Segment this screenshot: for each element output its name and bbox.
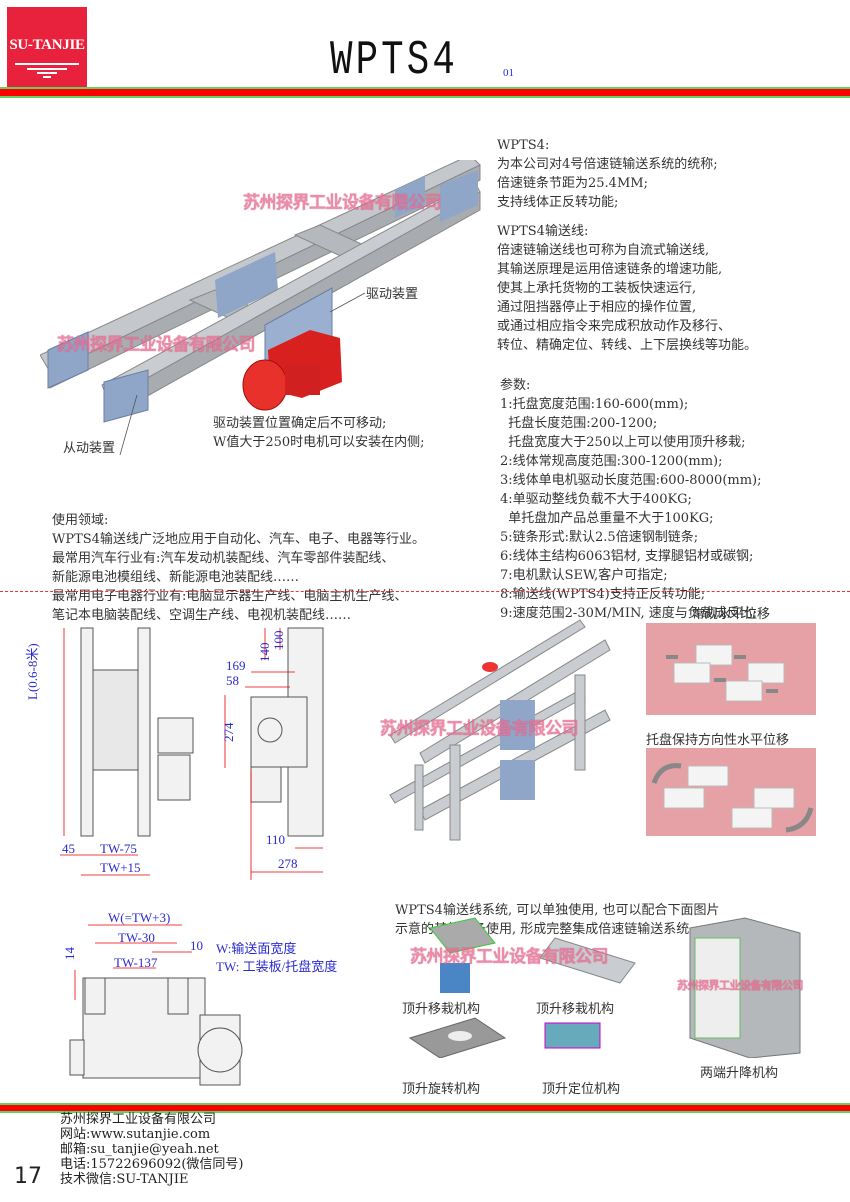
module-label: 顶升旋转机构 <box>402 1082 481 1097</box>
footer-email: 邮箱:su_tanjie@yeah.net <box>60 1142 219 1157</box>
lift-rotate-icon <box>408 1017 507 1058</box>
lift-transfer-belt-icon <box>429 917 496 993</box>
intro-text: WPTS4:为本公司对4号倍速链输送系统的统称;倍速链条节距为25.4MM;支持… <box>497 138 718 210</box>
dim-tw-30: TW-30 <box>118 930 155 945</box>
section-divider <box>0 591 850 592</box>
params-list: 参数:1:托盘宽度范围:160-600(mm); 托盘长度范围:200-1200… <box>500 378 762 621</box>
drive-note-1: 驱动装置位置确定后不可移动; <box>213 416 387 431</box>
normal-mode-diagram <box>646 623 816 715</box>
footer-website: 网站:www.sutanjie.com <box>60 1127 211 1142</box>
watermark: 苏州探界工业设备有限公司 <box>677 979 804 992</box>
footer-company: 苏州探界工业设备有限公司 <box>60 1112 217 1127</box>
module-label: 顶升定位机构 <box>542 1082 621 1097</box>
oriented-mode-diagram <box>646 748 816 836</box>
watermark: 苏州探界工业设备有限公司 <box>243 193 442 213</box>
company-logo: SU-TANJIE <box>7 7 87 87</box>
dim-278: 278 <box>278 856 298 871</box>
usage-text: 使用领域:WPTS4输送线广泛地应用于自动化、汽车、电子、电器等行业。最常用汽车… <box>52 513 425 623</box>
logo-text: SU-TANJIE <box>9 37 85 53</box>
watermark: 苏州探界工业设备有限公司 <box>410 947 609 967</box>
system-note: WPTS4输送线系统, 可以单独使用, 也可以配合下面图片示意的其他设备使用, … <box>395 903 720 937</box>
page-number: 17 <box>14 1164 42 1189</box>
dim-tw-15: TW+15 <box>100 860 141 875</box>
page-code: 01 <box>503 67 514 79</box>
watermark: 苏州探界工业设备有限公司 <box>57 335 256 355</box>
module-label: 两端升降机构 <box>700 1066 779 1081</box>
dim-274: 274 <box>221 722 236 743</box>
dim-169: 169 <box>226 658 246 673</box>
legend-w: W:输送面宽度 <box>216 941 297 956</box>
module-label: 顶升移栽机构 <box>536 1002 615 1017</box>
conveyor-illustration <box>40 160 481 456</box>
red-motor-icon <box>242 330 342 411</box>
module-label: 顶升移栽机构 <box>402 1002 481 1017</box>
description-text: WPTS4输送线:倍速链输送线也可称为自流式输送线,其输送原理是运用倍速链条的增… <box>497 224 758 353</box>
oriented-mode-title: 托盘保持方向性水平位移 <box>646 733 790 748</box>
top-view-drawing <box>60 627 324 880</box>
dim-45: 45 <box>62 841 75 856</box>
dim-100: 100 <box>271 630 286 651</box>
header-divider <box>0 87 850 98</box>
legend-tw: TW: 工装板/托盘宽度 <box>216 959 338 974</box>
dim-tw-137: TW-137 <box>114 955 158 970</box>
page-title: WPTS4 <box>330 34 458 88</box>
dim-w: W(=TW+3) <box>108 910 171 925</box>
footer-contact: 苏州探界工业设备有限公司 网站:www.sutanjie.com 邮箱:su_t… <box>60 1112 244 1187</box>
footer-wechat: 技术微信:SU-TANJIE <box>60 1172 189 1187</box>
dim-110: 110 <box>266 832 286 847</box>
lift-elevator-icon <box>689 917 801 1058</box>
watermark: 苏州探界工业设备有限公司 <box>380 719 579 739</box>
module-illustrations <box>408 917 801 1058</box>
driven-unit-label: 从动装置 <box>63 441 116 456</box>
dim-length: L(0.6-8米) <box>25 643 40 700</box>
footer-phone: 电话:15722696092(微信同号) <box>60 1157 244 1172</box>
drive-note-2: W值大于250时电机可以安装在内侧; <box>213 435 425 450</box>
section-drawing <box>69 924 243 1086</box>
normal-mode-title: 常规水平位移 <box>692 607 771 622</box>
dim-10: 10 <box>190 938 203 953</box>
footer-divider <box>0 1103 850 1113</box>
dim-tw-75: TW-75 <box>100 841 137 856</box>
dim-58: 58 <box>226 673 239 688</box>
lift-transfer-roller-icon <box>539 937 636 984</box>
drive-unit-label: 驱动装置 <box>366 287 419 302</box>
double-conveyor-illustration <box>389 619 611 841</box>
dim-14: 14 <box>62 947 77 960</box>
lift-locate-icon <box>544 1022 601 1049</box>
